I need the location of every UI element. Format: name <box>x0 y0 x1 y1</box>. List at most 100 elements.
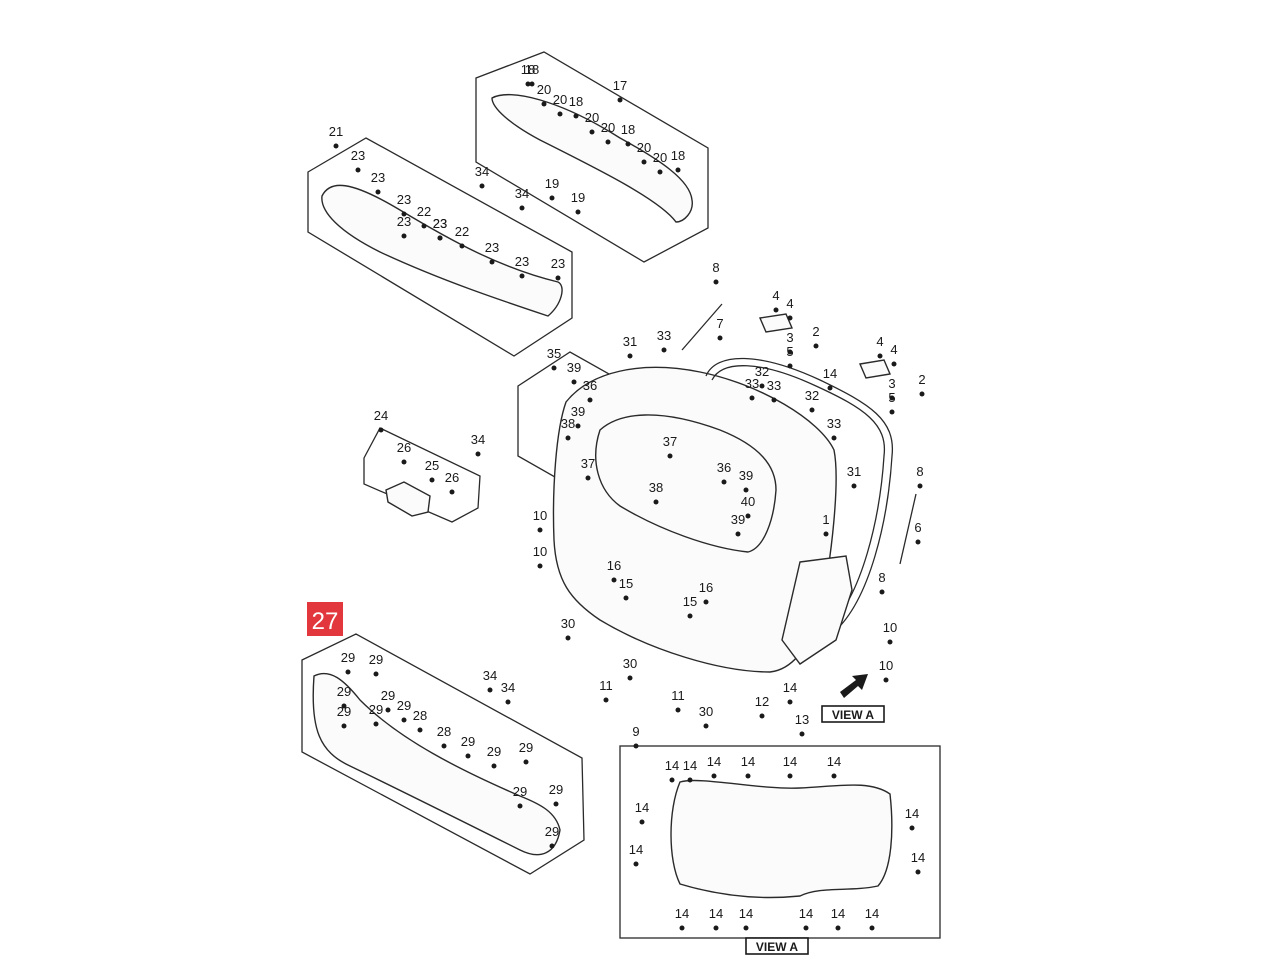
fastener-dot <box>639 819 645 825</box>
callout-23: 23 <box>515 254 529 269</box>
callout-36: 36 <box>583 378 597 393</box>
callout-14: 14 <box>741 754 755 769</box>
callout-26: 26 <box>397 440 411 455</box>
callout-19: 19 <box>545 176 559 191</box>
callout-14: 14 <box>827 754 841 769</box>
fastener-dot <box>378 427 384 433</box>
callout-1: 1 <box>822 512 829 527</box>
fastener-dot <box>375 189 381 195</box>
weatherstrip-40-inner <box>711 365 886 629</box>
callout-28: 28 <box>437 724 451 739</box>
callout-33: 33 <box>657 328 671 343</box>
fastener-dot <box>537 527 543 533</box>
gas-strut-6 <box>899 493 917 565</box>
callout-18: 18 <box>569 94 583 109</box>
fastener-dot <box>711 773 717 779</box>
fastener-dot <box>565 635 571 641</box>
view-a-box-inset <box>745 937 809 955</box>
fastener-dot <box>831 773 837 779</box>
callout-5: 5 <box>888 390 895 405</box>
callout-26: 26 <box>445 470 459 485</box>
fastener-dot <box>703 599 709 605</box>
callout-14: 14 <box>783 680 797 695</box>
callout-9: 9 <box>632 724 639 739</box>
fastener-dot <box>627 353 633 359</box>
callout-29: 29 <box>487 744 501 759</box>
fastener-dot <box>667 453 673 459</box>
callout-12: 12 <box>755 694 769 709</box>
callout-29: 29 <box>545 824 559 839</box>
callout-18: 18 <box>521 62 535 77</box>
callout-13: 13 <box>795 712 809 727</box>
callout-2: 2 <box>918 372 925 387</box>
callout-38: 38 <box>649 480 663 495</box>
callout-19: 19 <box>571 190 585 205</box>
fastener-dot <box>787 699 793 705</box>
fastener-dot <box>549 843 555 849</box>
fastener-dot <box>787 363 793 369</box>
fastener-dot <box>809 407 815 413</box>
callout-33: 33 <box>767 378 781 393</box>
fastener-dot <box>341 723 347 729</box>
view-a-trim-outline <box>670 779 893 899</box>
callout-4: 4 <box>876 334 883 349</box>
fastener-dot <box>721 479 727 485</box>
callout-23: 23 <box>433 216 447 231</box>
callout-29: 29 <box>341 650 355 665</box>
callout-39: 39 <box>567 360 581 375</box>
fastener-dot <box>553 801 559 807</box>
fastener-dot <box>675 167 681 173</box>
callout-18: 18 <box>621 122 635 137</box>
fastener-dot <box>401 459 407 465</box>
fastener-dot <box>679 925 685 931</box>
fastener-dot <box>587 397 593 403</box>
callout-14: 14 <box>783 754 797 769</box>
fastener-dot <box>589 129 595 135</box>
callout-29: 29 <box>513 784 527 799</box>
fastener-dot <box>917 483 923 489</box>
fastener-dot <box>877 353 883 359</box>
fastener-dot <box>523 759 529 765</box>
fastener-dot <box>661 347 667 353</box>
callout-3: 3 <box>888 376 895 391</box>
fastener-dot <box>717 335 723 341</box>
callout-14: 14 <box>683 758 697 773</box>
fastener-dot <box>813 343 819 349</box>
callout-37: 37 <box>581 456 595 471</box>
fastener-dot <box>489 259 495 265</box>
fastener-dot <box>915 539 921 545</box>
fastener-dot <box>537 563 543 569</box>
callout-29: 29 <box>337 684 351 699</box>
callout-29: 29 <box>369 652 383 667</box>
callout-31: 31 <box>847 464 861 479</box>
fastener-dot <box>773 307 779 313</box>
callout-14: 14 <box>707 754 721 769</box>
callout-23: 23 <box>371 170 385 185</box>
fastener-dot <box>887 639 893 645</box>
fastener-dot <box>787 349 793 355</box>
callout-20: 20 <box>585 110 599 125</box>
callout-30: 30 <box>699 704 713 719</box>
fastener-dot <box>605 139 611 145</box>
fastener-dot <box>625 141 631 147</box>
callout-29: 29 <box>549 782 563 797</box>
fastener-dot <box>687 777 693 783</box>
view-a-label-main: VIEW A <box>832 708 875 722</box>
callout-14: 14 <box>739 906 753 921</box>
callout-14: 14 <box>675 906 689 921</box>
callout-20: 20 <box>537 82 551 97</box>
callout-34: 34 <box>483 668 497 683</box>
gas-strut-7 <box>681 303 723 351</box>
callout-20: 20 <box>653 150 667 165</box>
callout-34: 34 <box>471 432 485 447</box>
callout-17: 17 <box>613 78 627 93</box>
fastener-dot <box>565 435 571 441</box>
callout-22: 22 <box>455 224 469 239</box>
callout-34: 34 <box>515 186 529 201</box>
fastener-dot <box>669 777 675 783</box>
fastener-dot <box>573 113 579 119</box>
callout-14: 14 <box>823 366 837 381</box>
fastener-dot <box>611 577 617 583</box>
callout-23: 23 <box>433 216 447 231</box>
